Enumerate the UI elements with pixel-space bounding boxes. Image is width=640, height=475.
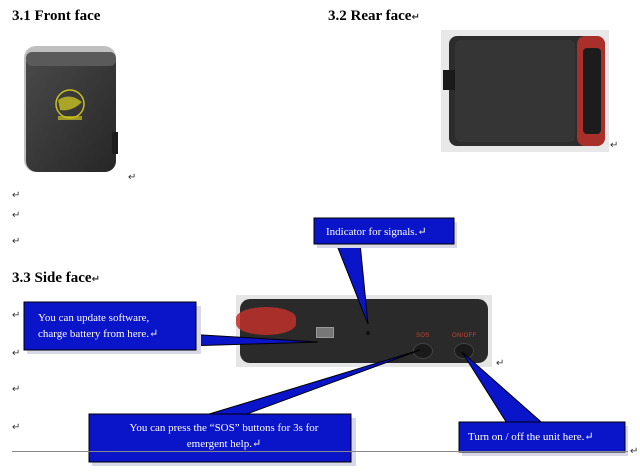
side-face-image: SOS ON/OFF [236,295,492,367]
paragraph-mark: ↵ [128,172,137,183]
sos-callout-line: emergent help.↵ [186,438,262,450]
heading-rear-face: 3.2 Rear face↵ [328,8,420,25]
heading-front-face: 3.1 Front face [12,8,101,24]
update-callout-box [23,301,197,351]
update-callout-line: charge battery from here.↵ [38,328,159,340]
signal-indicator-icon [366,331,370,335]
indicator-callout-text: Indicator for signals.↵ [326,226,427,238]
paragraph-mark: ↵ [12,422,21,433]
sos-callout-pointer [195,349,421,419]
globe-logo-icon [55,89,85,120]
paragraph-mark: ↵ [496,358,505,369]
sos-label: SOS [416,333,430,339]
power-button-icon [454,343,474,359]
indicator-callout-box [313,217,455,245]
sos-button-icon [413,343,433,359]
device-accent-cap [236,307,296,335]
paragraph-mark: ↵ [630,446,639,457]
paragraph-mark: ↵ [12,190,21,201]
paragraph-mark: ↵ [12,236,21,247]
page-divider [12,451,628,452]
update-callout-line: You can update software, [38,312,150,324]
heading-side-face-text: 3.3 Side face [12,270,92,286]
usb-port-icon [316,327,334,338]
front-face-image [24,46,118,172]
update-callout-text: You can update software, charge battery … [38,310,158,342]
paragraph-mark: ↵ [12,384,21,395]
sos-callout-line: You can press the “SOS” buttons for 3s f… [129,422,319,434]
power-callout-text: Turn on / off the unit here.↵ [468,431,594,443]
paragraph-mark: ↵ [91,274,100,285]
onoff-label: ON/OFF [452,333,477,339]
paragraph-mark: ↵ [610,140,619,151]
power-callout-box [458,421,626,453]
heading-rear-face-text: 3.2 Rear face [328,8,412,24]
paragraph-mark: ↵ [12,210,21,221]
rear-face-image [441,30,609,152]
power-callout-pointer [461,351,550,429]
sos-callout-text: You can press the “SOS” buttons for 3s f… [104,420,344,452]
update-callout-pointer [185,333,319,347]
paragraph-mark: ↵ [411,12,420,23]
heading-side-face: 3.3 Side face↵ [12,270,100,287]
paragraph-mark: ↵ [12,310,21,321]
sos-callout-box [88,413,352,463]
paragraph-mark: ↵ [12,348,21,359]
indicator-callout-pointer [335,242,369,325]
